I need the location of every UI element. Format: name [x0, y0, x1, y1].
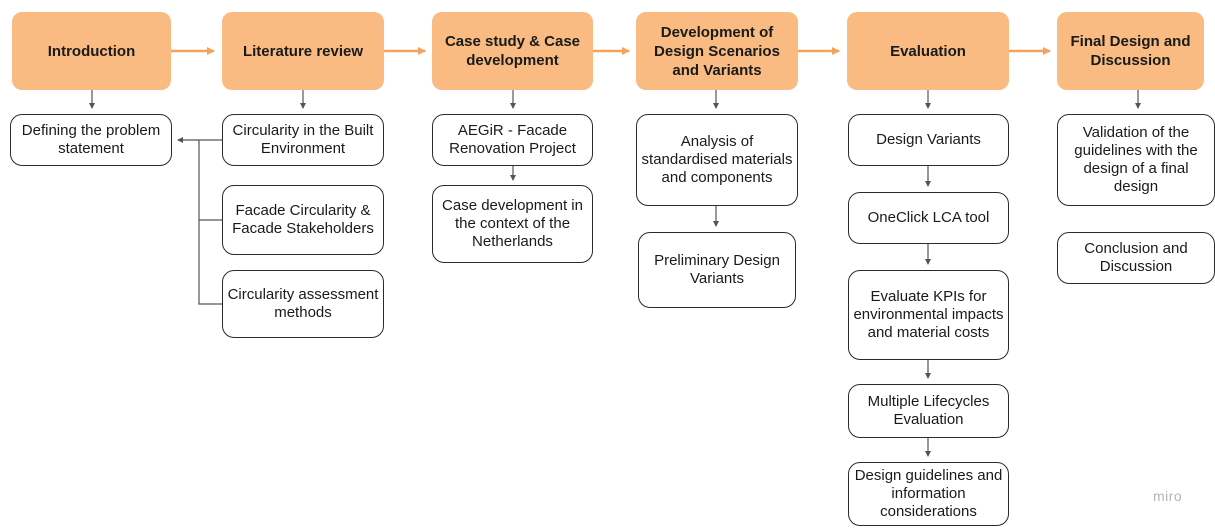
step-oneclick-lca-tool: OneClick LCA tool	[848, 192, 1009, 244]
step-preliminary-design-variants: Preliminary Design Variants	[638, 232, 796, 308]
phase-evaluation: Evaluation	[847, 12, 1009, 90]
phase-design-development: Development of Design Scenarios and Vari…	[636, 12, 798, 90]
phase-introduction: Introduction	[12, 12, 171, 90]
phase-case-study: Case study & Case development	[432, 12, 593, 90]
step-case-development-netherlands: Case development in the context of the N…	[432, 185, 593, 263]
step-conclusion-discussion: Conclusion and Discussion	[1057, 232, 1215, 284]
step-circularity-assessment-methods: Circularity assessment methods	[222, 270, 384, 338]
step-facade-circularity-stakeholders: Facade Circularity & Facade Stakeholders	[222, 185, 384, 255]
step-problem-statement: Defining the problem statement	[10, 114, 172, 166]
step-analysis-standardised-materials: Analysis of standardised materials and c…	[636, 114, 798, 206]
phase-final-design: Final Design and Discussion	[1057, 12, 1204, 90]
step-circularity-built-environment: Circularity in the Built Environment	[222, 114, 384, 166]
step-design-guidelines: Design guidelines and information consid…	[848, 462, 1009, 526]
step-aegir-project: AEGiR - Facade Renovation Project	[432, 114, 593, 166]
miro-watermark: miro	[1153, 488, 1183, 504]
step-evaluate-kpis: Evaluate KPIs for environmental impacts …	[848, 270, 1009, 360]
phase-literature-review: Literature review	[222, 12, 384, 90]
step-multiple-lifecycles-evaluation: Multiple Lifecycles Evaluation	[848, 384, 1009, 438]
step-validation-guidelines: Validation of the guidelines with the de…	[1057, 114, 1215, 206]
lit-bracket	[198, 139, 223, 305]
step-design-variants: Design Variants	[848, 114, 1009, 166]
